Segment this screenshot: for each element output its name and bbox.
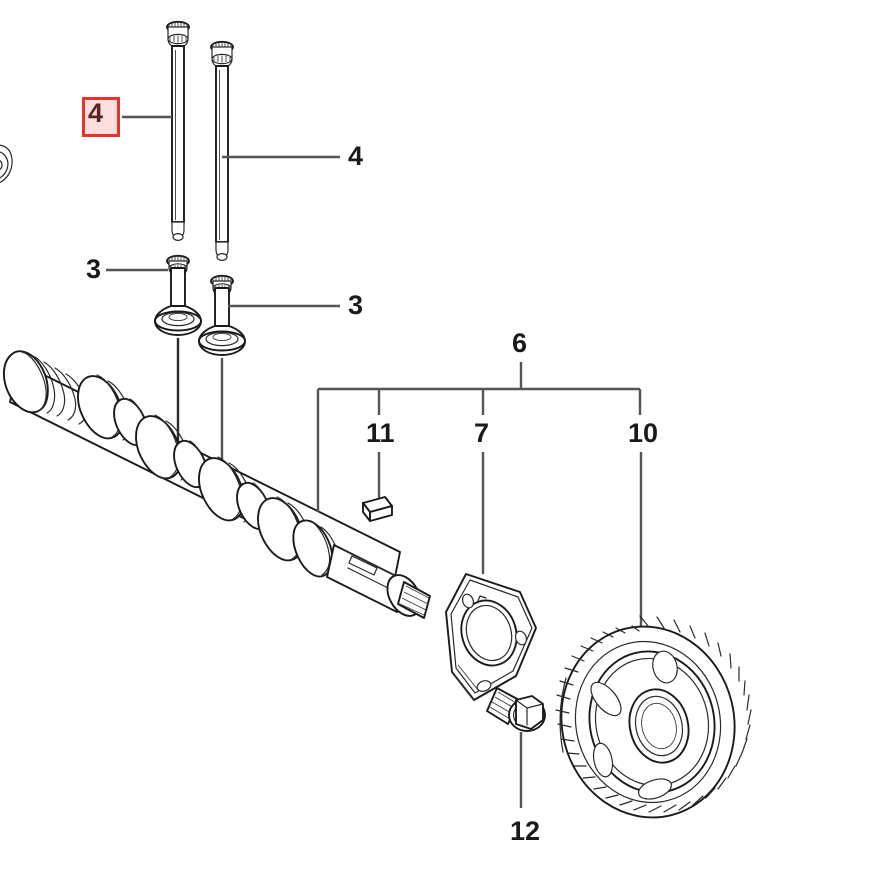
valve-lifter-left bbox=[154, 254, 202, 336]
callout-label-11[interactable]: 11 bbox=[366, 418, 395, 448]
callout-label-10[interactable]: 10 bbox=[628, 418, 659, 448]
callout-label-4-left[interactable]: 4 bbox=[88, 98, 104, 128]
callout-label-12[interactable]: 12 bbox=[510, 816, 541, 846]
valve-lifter-right bbox=[198, 274, 246, 356]
camshaft bbox=[3, 350, 431, 619]
camshaft-nose bbox=[326, 544, 431, 619]
group-6-bracket bbox=[316, 362, 642, 512]
woodruff-key bbox=[362, 496, 393, 522]
camshaft-timing-gear bbox=[555, 615, 752, 819]
callout-label-3-right[interactable]: 3 bbox=[348, 290, 364, 320]
push-rod-left bbox=[166, 20, 190, 242]
camshaft-left-end bbox=[3, 350, 88, 425]
flange-bolt bbox=[486, 687, 546, 732]
camshaft-thrust-plate bbox=[445, 573, 537, 701]
offscreen-part-fragment bbox=[0, 144, 13, 184]
push-rod-right bbox=[210, 40, 234, 262]
callout-label-3-left[interactable]: 3 bbox=[86, 254, 102, 284]
camshaft-lobes bbox=[77, 374, 341, 581]
highlight-box-callout-4 bbox=[82, 97, 120, 137]
callout-label-7[interactable]: 7 bbox=[474, 418, 490, 448]
callout-label-4-right[interactable]: 4 bbox=[348, 141, 364, 171]
callout-label-6[interactable]: 6 bbox=[512, 328, 528, 358]
